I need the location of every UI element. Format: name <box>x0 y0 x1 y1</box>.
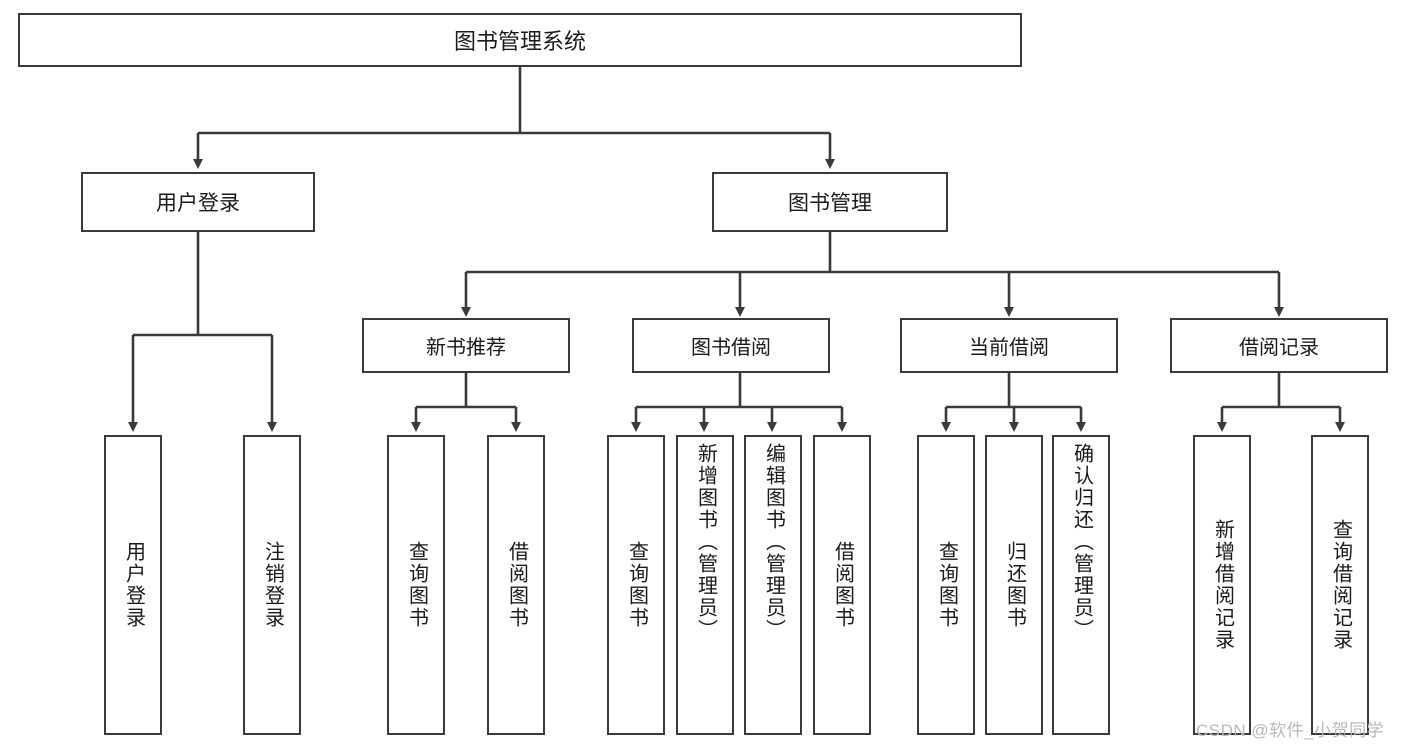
node-label: 图书管理 <box>788 192 872 215</box>
csdn-watermark: CSDN @软件_小贺同学 <box>1196 721 1385 740</box>
leaf-logout[interactable]: 注销登录 <box>243 435 301 735</box>
node-label: 新增借阅记录 <box>1211 519 1234 651</box>
node-label: 归还图书 <box>1003 541 1026 629</box>
node-label: 注销登录 <box>261 541 284 629</box>
node-label: 查询图书 <box>935 541 958 629</box>
node-label: 查询图书 <box>625 541 648 629</box>
node-label: 新增图书（管理员） <box>694 443 717 641</box>
leaf-query-book-recommend[interactable]: 查询图书 <box>387 435 445 735</box>
node-label: 用户登录 <box>122 541 145 629</box>
leaf-edit-book-admin[interactable]: 编辑图书（管理员） <box>744 435 802 735</box>
leaf-query-book-current[interactable]: 查询图书 <box>917 435 975 735</box>
node-book-borrow[interactable]: 图书借阅 <box>632 318 830 373</box>
node-label: 借阅图书 <box>505 541 528 629</box>
node-label: 当前借阅 <box>969 337 1049 359</box>
node-label: 图书借阅 <box>691 337 771 359</box>
node-book-management[interactable]: 图书管理 <box>712 172 948 232</box>
node-root-book-management-system[interactable]: 图书管理系统 <box>18 13 1022 67</box>
leaf-return-book[interactable]: 归还图书 <box>985 435 1043 735</box>
leaf-borrow-book-recommend[interactable]: 借阅图书 <box>487 435 545 735</box>
leaf-query-borrow-record[interactable]: 查询借阅记录 <box>1311 435 1369 735</box>
node-label: 编辑图书（管理员） <box>762 443 785 641</box>
node-label: 借阅记录 <box>1239 337 1319 359</box>
leaf-add-borrow-record[interactable]: 新增借阅记录 <box>1193 435 1251 735</box>
node-label: 确认归还（管理员） <box>1070 443 1093 641</box>
leaf-add-book-admin[interactable]: 新增图书（管理员） <box>676 435 734 735</box>
leaf-borrow-book[interactable]: 借阅图书 <box>813 435 871 735</box>
node-label: 图书管理系统 <box>453 29 586 54</box>
node-borrow-record[interactable]: 借阅记录 <box>1170 318 1388 373</box>
node-user-login[interactable]: 用户登录 <box>81 172 315 232</box>
node-label: 借阅图书 <box>831 541 854 629</box>
node-label: 新书推荐 <box>426 337 506 359</box>
leaf-confirm-return-admin[interactable]: 确认归还（管理员） <box>1052 435 1110 735</box>
leaf-query-book-borrow[interactable]: 查询图书 <box>607 435 665 735</box>
node-current-borrow[interactable]: 当前借阅 <box>900 318 1118 373</box>
leaf-user-login[interactable]: 用户登录 <box>104 435 162 735</box>
node-new-book-recommend[interactable]: 新书推荐 <box>362 318 570 373</box>
node-label: 查询借阅记录 <box>1329 519 1352 651</box>
node-label: 查询图书 <box>405 541 428 629</box>
node-label: 用户登录 <box>156 192 240 215</box>
